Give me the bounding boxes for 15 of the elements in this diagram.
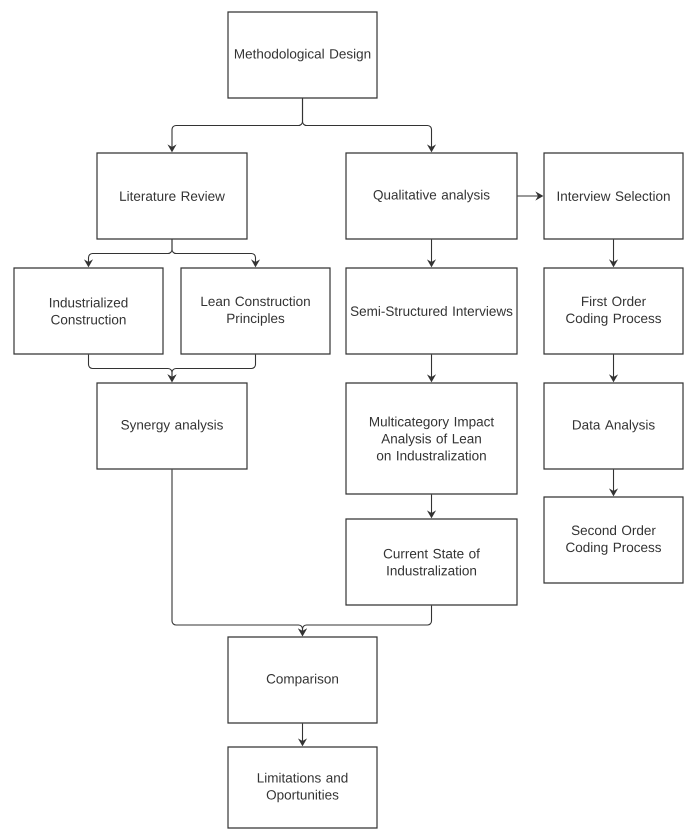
process-box: Literature Review — [96, 152, 248, 240]
process-box: Qualitative analysis — [345, 152, 518, 240]
process-box: Synergy analysis — [96, 382, 248, 470]
process-box: Semi-Structured Interviews — [345, 267, 518, 355]
process-box: Second Order Coding Process — [543, 496, 684, 584]
process-box: Current State of Industralization — [345, 518, 518, 606]
process-box: First Order Coding Process — [543, 267, 684, 355]
process-box: Interview Selection — [543, 152, 684, 240]
process-box: Data Analysis — [543, 382, 684, 470]
process-box: Multicategory Impact Analysis of Lean on Industralization — [345, 382, 518, 495]
process-box: Methodological Design — [227, 11, 378, 99]
process-box: Comparison — [227, 636, 378, 724]
process-box: Lean Construction Principles — [180, 267, 331, 355]
process-box: Limitations and Oportunities — [227, 746, 378, 829]
process-box: Industrialized Construction — [13, 267, 164, 355]
